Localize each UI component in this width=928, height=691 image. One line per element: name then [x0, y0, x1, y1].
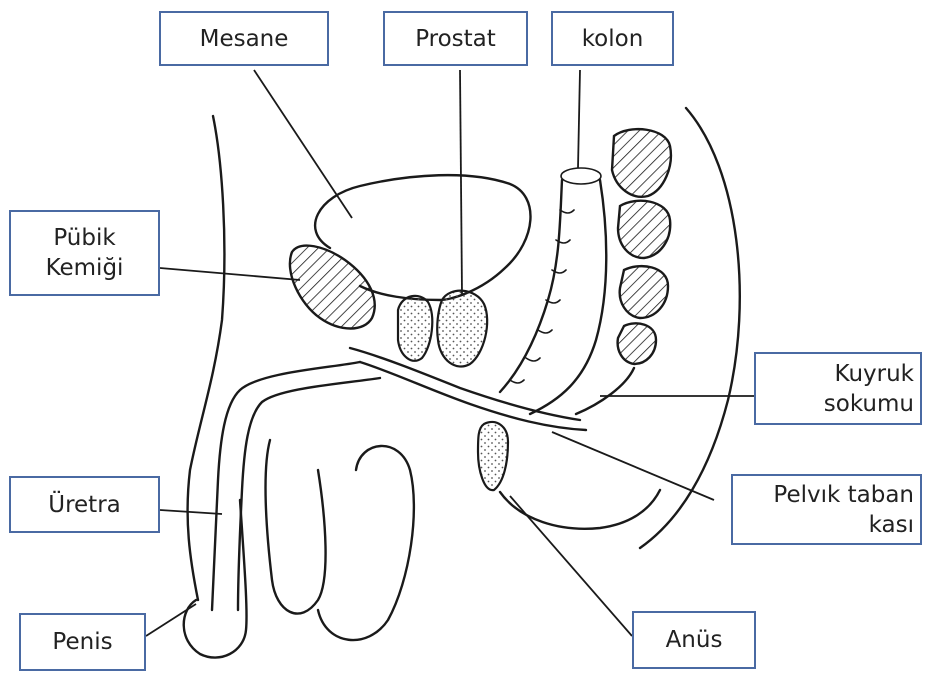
label-kolon: kolon — [551, 11, 674, 66]
prostate-gland — [437, 291, 487, 367]
label-mesane: Mesane — [159, 11, 329, 66]
leader-mesane — [254, 70, 352, 218]
sacrum-segment-3 — [620, 266, 668, 318]
leader-pubik — [160, 268, 300, 280]
label-kuyruk-line2: sokumu — [824, 389, 914, 419]
label-pubik-line1: Pübik — [53, 223, 115, 253]
coccyx-tail — [576, 368, 634, 414]
pubic-bone — [290, 246, 375, 329]
label-uretra: Üretra — [9, 476, 160, 533]
label-kolon-text: kolon — [582, 24, 644, 54]
label-pelvik-line2: kası — [869, 510, 914, 540]
leader-penis — [146, 604, 196, 636]
penis-inner — [266, 440, 326, 614]
label-anus-text: Anüs — [666, 625, 723, 655]
urethra-curve-inner — [238, 378, 380, 610]
colon-opening — [561, 168, 601, 184]
sacrum-segment-1 — [612, 129, 671, 197]
anal-canal — [478, 422, 508, 490]
label-penis: Penis — [19, 613, 146, 671]
colon-inner — [530, 180, 606, 414]
leader-uretra — [160, 510, 222, 514]
leader-prostat — [460, 70, 462, 294]
perineum-curve — [500, 490, 660, 529]
sacrum-segment-4 — [618, 323, 656, 364]
label-uretra-text: Üretra — [48, 490, 121, 520]
leader-anus — [510, 496, 632, 636]
leader-kolon — [578, 70, 580, 168]
urethra-curve — [212, 362, 360, 610]
label-anus: Anüs — [632, 611, 756, 669]
scrotum-outline — [318, 446, 414, 640]
abdomen-contour — [188, 116, 225, 600]
leader-pelvik — [552, 432, 714, 500]
colon-folds — [510, 210, 574, 383]
label-pubik-line2: Kemiği — [46, 253, 124, 283]
urethra-channel-bottom — [360, 362, 586, 430]
sacrum-segment-2 — [618, 201, 670, 258]
label-pubik-kemigi: Pübik Kemiği — [9, 210, 160, 296]
label-prostat-text: Prostat — [415, 24, 496, 54]
label-pelvik-line1: Pelvık taban — [773, 480, 914, 510]
small-gland — [398, 296, 432, 361]
label-pelvik-taban-kasi: Pelvık taban kası — [731, 474, 922, 545]
label-mesane-text: Mesane — [200, 24, 289, 54]
label-penis-text: Penis — [52, 627, 112, 657]
label-prostat: Prostat — [383, 11, 528, 66]
label-kuyruk-line1: Kuyruk — [835, 359, 914, 389]
label-kuyruk-sokumu: Kuyruk sokumu — [754, 352, 922, 425]
